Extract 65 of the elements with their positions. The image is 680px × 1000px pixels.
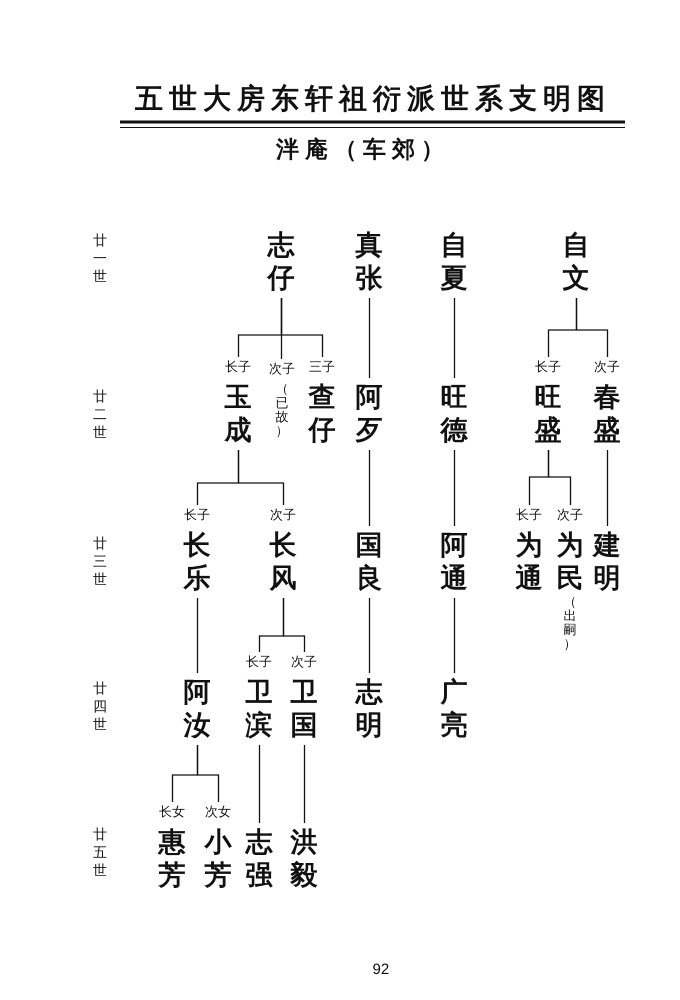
person-name: 玉成 (224, 381, 252, 447)
birth-order-label: 次女 (205, 805, 231, 821)
generation-label: 廿五世 (93, 826, 107, 880)
connector-line (196, 598, 198, 673)
person-name: 为通 (516, 529, 542, 595)
birth-order-label: 长子 (184, 508, 210, 524)
generation-label: 廿三世 (93, 535, 107, 589)
person-name: 广亮 (440, 676, 468, 742)
person-name: 为民 (556, 529, 584, 595)
connector-line (454, 450, 456, 526)
birth-order-label: 长子 (516, 508, 542, 524)
person-name: 长乐 (184, 529, 210, 595)
subtitle: 泮庵（车郊） (274, 136, 450, 164)
connector-line (606, 450, 608, 526)
person-name: 惠芳 (158, 826, 186, 892)
birth-order-label: 次子 (557, 508, 583, 524)
birth-order-label: 长子 (535, 360, 561, 376)
person-name: 真张 (356, 229, 382, 295)
birth-order-label: 次子 (594, 360, 620, 376)
person-name: 旺德 (440, 381, 468, 447)
birth-order-label: 次子 (270, 508, 296, 524)
person-name: 志明 (356, 676, 382, 742)
connector-line (576, 298, 608, 357)
person-name: 卫滨 (246, 676, 272, 742)
person-name: 旺盛 (534, 381, 562, 447)
person-name: 小芳 (204, 826, 232, 892)
connector-line (368, 450, 370, 526)
generation-label: 廿二世 (93, 388, 107, 442)
person-name: 志强 (246, 826, 272, 892)
person-name: 卫国 (290, 676, 318, 742)
person-name: 阿歹 (356, 381, 382, 447)
generation-label: 廿一世 (93, 232, 107, 286)
birth-order-label: 三子 (309, 360, 335, 376)
connector-line (258, 745, 260, 823)
connector-line (548, 450, 572, 505)
birth-order-label: 长子 (246, 655, 272, 671)
connector-line (238, 450, 284, 505)
person-name: 国良 (356, 529, 382, 595)
connector-line (196, 745, 220, 802)
birth-order-label: 次子 (269, 362, 295, 378)
connector-line (368, 298, 370, 378)
title: 五世大房东轩祖衍派世系支明图 (134, 82, 611, 116)
person-name: 建明 (594, 529, 620, 595)
person-name: 长风 (270, 529, 296, 595)
person-name: 春盛 (594, 381, 620, 447)
person-name: 志仔 (268, 229, 294, 295)
person-name: 查仔 (308, 381, 336, 447)
person-name: 阿通 (440, 529, 468, 595)
person-name: 阿汝 (184, 676, 210, 742)
connector-line (454, 598, 456, 673)
birth-order-label: 长女 (159, 805, 185, 821)
person-name: 自夏 (440, 229, 468, 295)
person-name: 自文 (562, 229, 590, 295)
birth-order-label: 次子 (291, 655, 317, 671)
connector-line (280, 298, 324, 357)
person-name: 洪毅 (290, 826, 318, 892)
connector-line (454, 298, 456, 378)
birth-order-label: 长子 (225, 360, 251, 376)
page-number: 92 (372, 961, 390, 979)
connector-line (368, 598, 370, 673)
connector-line (304, 745, 306, 823)
connector-line (282, 598, 306, 652)
note-text: （出嗣） (564, 596, 576, 652)
generation-label: 廿四世 (93, 680, 107, 734)
note-text: （已故） (276, 383, 288, 439)
